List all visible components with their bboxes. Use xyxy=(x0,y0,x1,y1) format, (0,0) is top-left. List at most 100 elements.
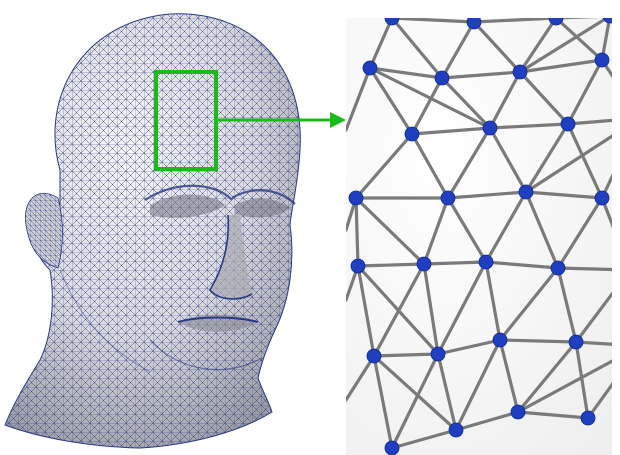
mesh-edge xyxy=(354,196,360,268)
mesh-edge xyxy=(498,338,578,344)
mesh-vertex xyxy=(416,256,432,272)
mesh-edge xyxy=(454,410,520,432)
mesh-detail-zoom xyxy=(346,18,612,455)
mesh-edge xyxy=(422,262,440,356)
mesh-edge xyxy=(556,266,612,272)
mesh-edge xyxy=(354,132,414,200)
head-wireframe-mesh xyxy=(4,13,301,449)
mesh-edge xyxy=(436,260,488,356)
mesh-vertex xyxy=(510,404,526,420)
mesh-edge xyxy=(484,260,560,270)
mesh-edge xyxy=(440,70,522,80)
mesh-edge xyxy=(516,359,612,414)
mesh-edge xyxy=(518,18,558,74)
mesh-edge xyxy=(446,190,528,200)
mesh-vertex xyxy=(384,440,400,455)
mesh-edge xyxy=(566,118,612,126)
mesh-edge xyxy=(516,340,578,414)
mesh-edge xyxy=(346,66,372,132)
mesh-edge xyxy=(368,18,394,70)
mesh-vertex xyxy=(362,60,378,76)
mesh-vertex xyxy=(434,70,450,86)
mesh-edge xyxy=(556,266,578,344)
mesh-vertex xyxy=(350,258,366,274)
mesh-vertex xyxy=(366,348,382,364)
mesh-edge xyxy=(390,18,476,24)
mesh-edge xyxy=(390,428,458,450)
mesh-vertex xyxy=(448,422,464,438)
mesh-edge xyxy=(484,260,502,342)
mesh-edge xyxy=(368,66,444,80)
mesh-vertex xyxy=(430,346,446,362)
eye-region xyxy=(150,194,225,218)
mesh-vertex xyxy=(478,254,494,270)
mesh-edge xyxy=(454,338,502,432)
mesh-vertex xyxy=(384,18,400,26)
mesh-edge xyxy=(524,190,560,270)
green-arrow xyxy=(218,112,346,128)
mesh-edge xyxy=(516,410,590,420)
mesh-vertex xyxy=(602,18,612,24)
mesh-edge xyxy=(524,134,612,194)
detail-vertices xyxy=(348,18,612,455)
mesh-edge xyxy=(440,20,476,80)
mesh-edge xyxy=(436,338,502,356)
mesh-edge xyxy=(372,262,426,358)
mesh-edge xyxy=(524,190,604,200)
green-highlight-box xyxy=(154,70,218,171)
mesh-edge xyxy=(600,196,612,229)
mesh-vertex xyxy=(512,64,528,80)
mesh-edge xyxy=(600,58,612,79)
mesh-vertex xyxy=(466,18,482,30)
mesh-edge xyxy=(356,262,426,268)
mesh-edge xyxy=(498,266,560,342)
mesh-vertex xyxy=(550,260,566,276)
mesh-vertex xyxy=(492,332,508,348)
mesh-edge xyxy=(484,190,528,264)
mesh-edge xyxy=(356,264,376,358)
mesh-vertex xyxy=(548,18,564,26)
mesh-edge xyxy=(524,122,570,194)
mesh-edge xyxy=(390,352,440,450)
mesh-vertex xyxy=(568,334,584,350)
mesh-edge xyxy=(554,18,604,62)
mesh-edge xyxy=(446,196,488,264)
mesh-vertex xyxy=(482,120,498,136)
mesh-edge xyxy=(574,340,590,420)
mesh-edge xyxy=(346,354,376,402)
nose xyxy=(210,215,252,299)
mesh-edge xyxy=(472,20,522,74)
mesh-edge xyxy=(554,18,600,20)
mesh-edge xyxy=(488,126,528,194)
mesh-edge xyxy=(574,340,612,346)
mesh-edge xyxy=(390,18,444,80)
mesh-edge xyxy=(488,122,570,130)
mesh-vertex xyxy=(594,190,610,206)
mesh-vertex xyxy=(560,116,576,132)
mesh-edge xyxy=(372,352,440,358)
mesh-edge xyxy=(372,354,458,432)
mesh-edge xyxy=(566,122,604,200)
mesh-edge xyxy=(422,196,450,266)
mesh-edge xyxy=(368,66,414,136)
mesh-edge xyxy=(440,76,492,130)
mesh-edge xyxy=(566,58,604,126)
mesh-edge xyxy=(574,291,612,344)
mesh-edge xyxy=(586,382,612,420)
mesh-edge xyxy=(372,354,394,450)
mesh-vertex xyxy=(518,184,534,200)
mesh-edge xyxy=(600,173,612,200)
mesh-vertex xyxy=(580,410,596,426)
mesh-edge xyxy=(518,18,610,74)
mesh-edge xyxy=(410,132,450,200)
mesh-edge xyxy=(354,196,426,266)
mesh-edge xyxy=(446,126,492,200)
mesh-vertex xyxy=(440,190,456,206)
mesh-vertex xyxy=(404,126,420,142)
mesh-edge xyxy=(422,260,488,266)
mesh-edge xyxy=(436,352,458,432)
mesh-edge xyxy=(410,76,444,136)
mesh-edge xyxy=(600,18,612,62)
mesh-edge xyxy=(518,58,604,74)
